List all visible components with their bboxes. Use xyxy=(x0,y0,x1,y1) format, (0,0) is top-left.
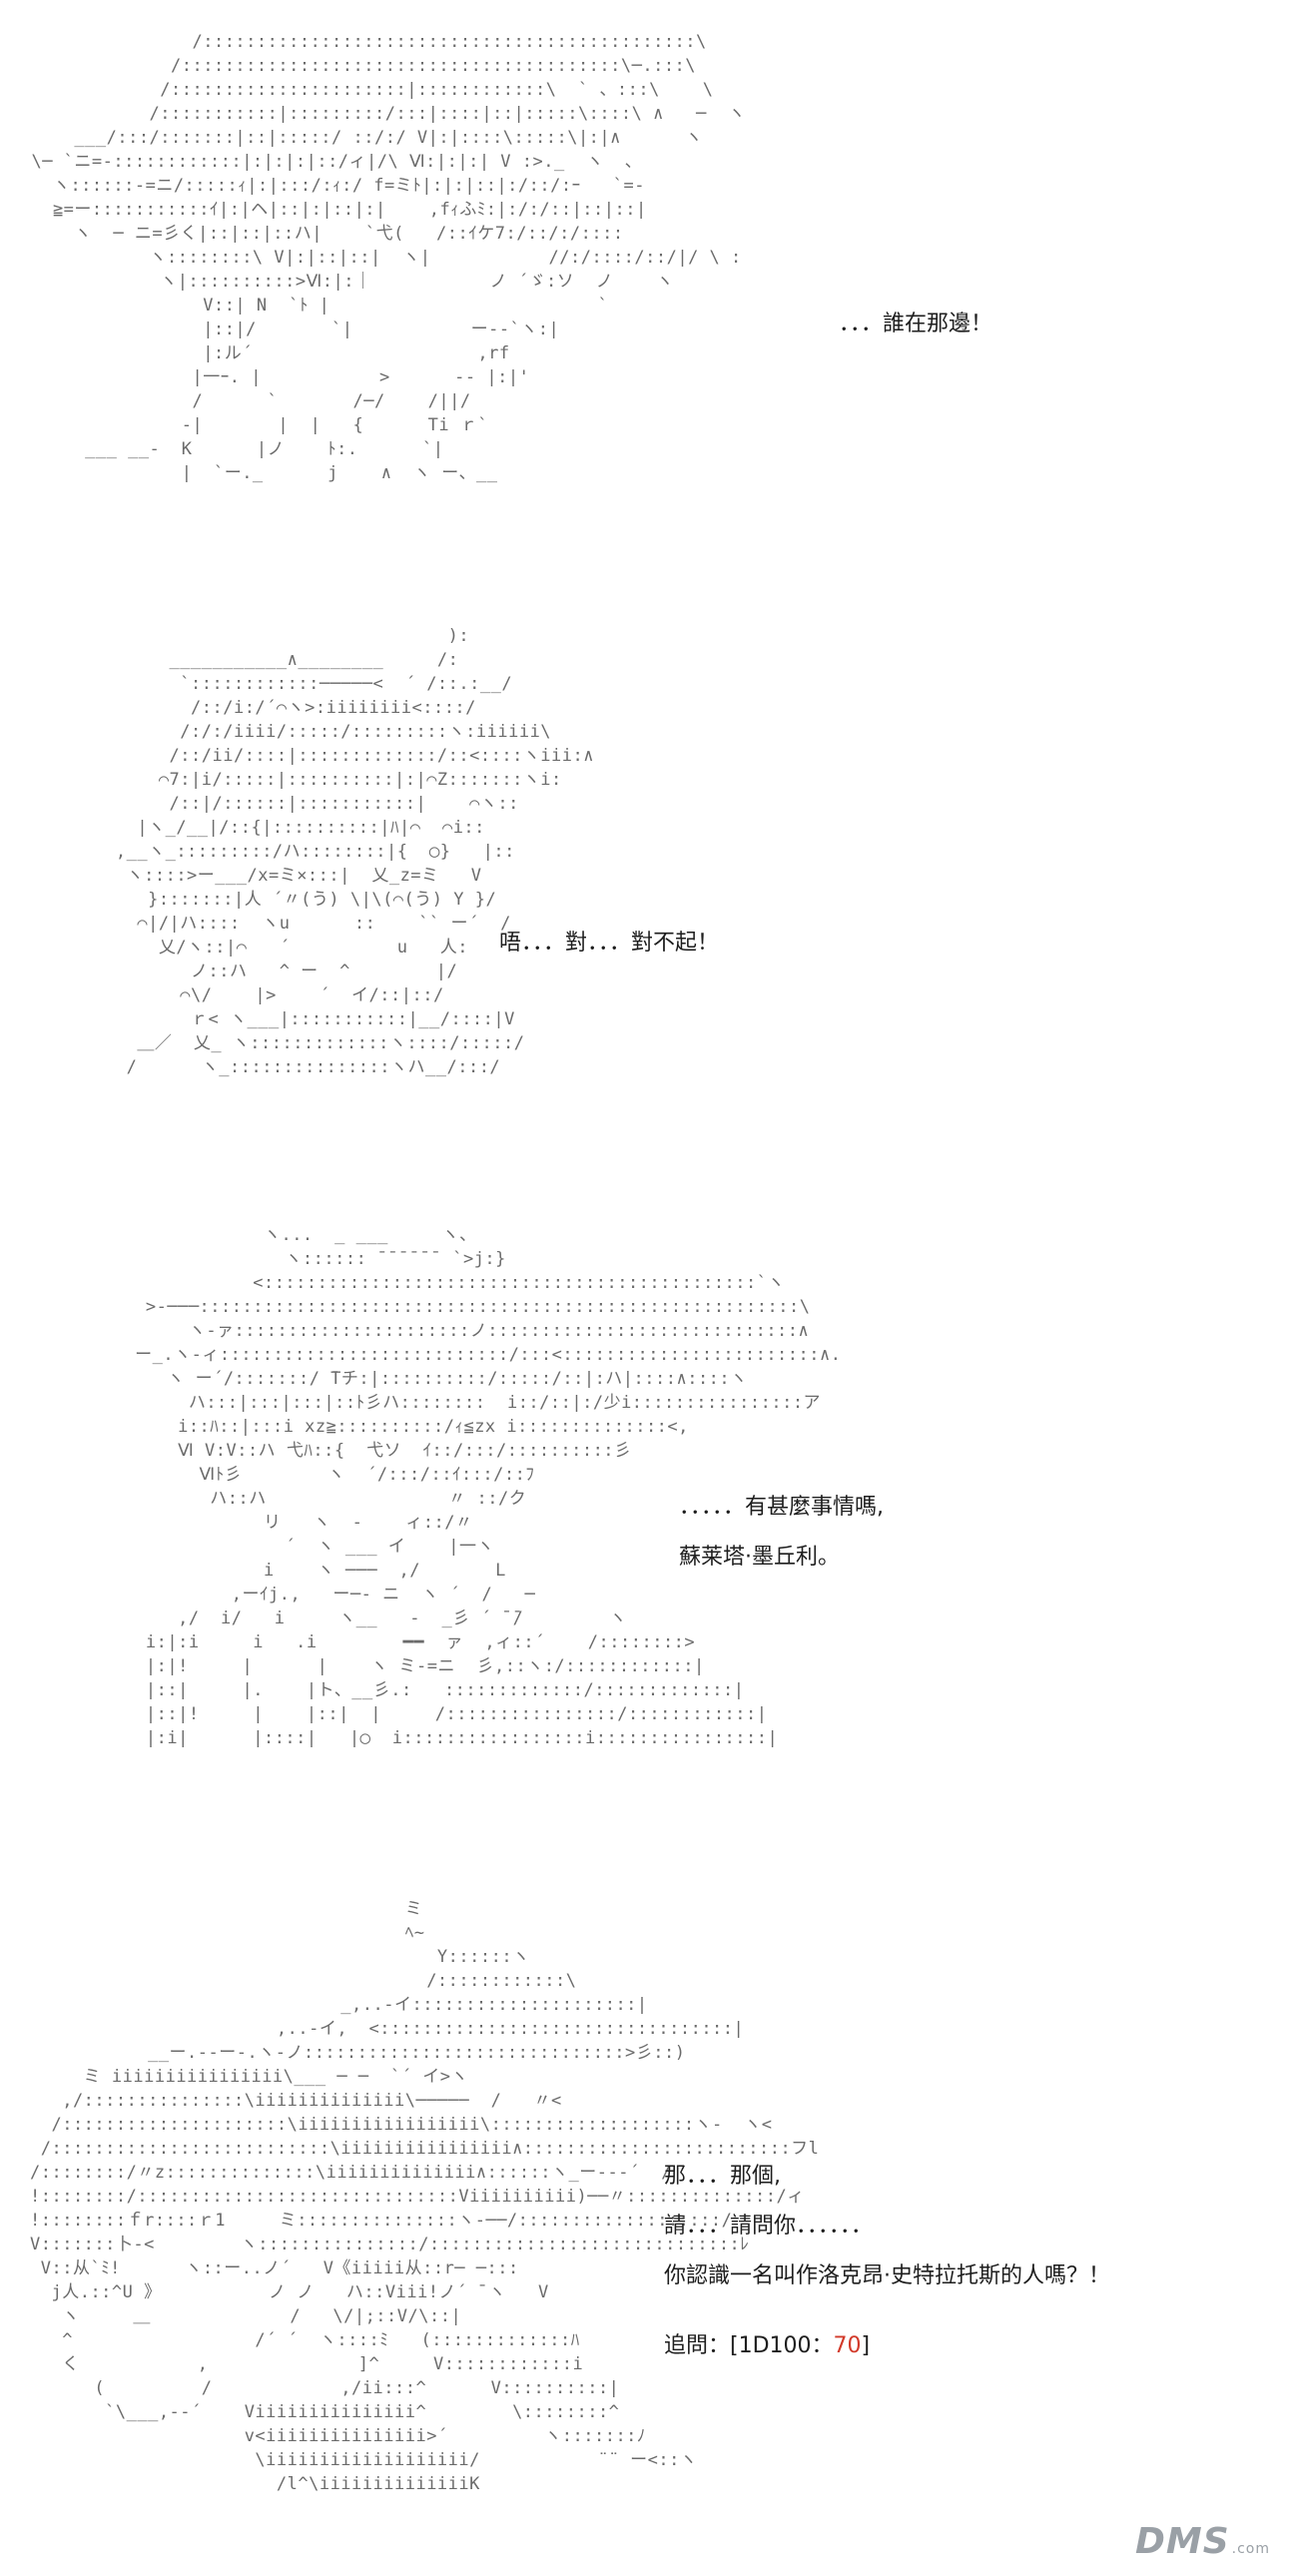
ascii-art-panel-3: ヽ... _ ___ ヽ、 ヽ:::::: ̄ ̄ ̄ ̄ ̄ ̄ `>j:} … xyxy=(135,1225,842,1748)
dialog-gap xyxy=(664,2242,1110,2261)
watermark-suffix: .com xyxy=(1231,2541,1270,2557)
dialog-panel-1: ．．．誰在那邊！ xyxy=(839,310,992,339)
ascii-art-panel-1: /:::::::::::::::::::::::::::::::::::::::… xyxy=(31,32,746,483)
dialog-line: 你認識一名叫作洛克昂·史特拉托斯的人嗎？！ xyxy=(664,2263,1110,2288)
dialog-line: 那．．．那個, xyxy=(664,2164,781,2189)
panel-1: /:::::::::::::::::::::::::::::::::::::::… xyxy=(0,20,1298,579)
dialog-panel-4: 那．．．那個, 請．．．請問你．．．．．． 你認識一名叫作洛克昂·史特拉托斯的人… xyxy=(664,2162,1110,2361)
dialog-line: 請．．．請問你．．．．．． xyxy=(664,2214,874,2239)
dialog-gap xyxy=(664,2192,1110,2212)
dialog-line: ．．．．．有甚麼事情嗎, xyxy=(679,1495,884,1520)
dialog-panel-3: ．．．．．有甚麼事情嗎, 蘇莱塔·墨丘利。 xyxy=(679,1493,884,1573)
watermark-text: DMS xyxy=(1135,2521,1230,2562)
panel-3: ヽ... _ ___ ヽ、 ヽ:::::: ̄ ̄ ̄ ̄ ̄ ̄ `>j:} … xyxy=(0,1223,1298,1862)
panel-4: ミ ﾍ~ Y::::::ヽ /::::::::::::\ _,..-イ:::::… xyxy=(0,1897,1298,2556)
ascii-art-panel-4: ミ ﾍ~ Y::::::ヽ /::::::::::::\ _,..-イ:::::… xyxy=(30,1899,820,2494)
dice-roll-label: 追問：[1D100： xyxy=(664,2333,834,2358)
dialog-panel-2: 唔．．．對．．．對不起！ xyxy=(499,929,719,959)
dialog-line: 蘇莱塔·墨丘利。 xyxy=(679,1545,840,1570)
ascii-art-panel-2: ): ___________∧________ /: `::::::::::::… xyxy=(115,626,594,1077)
dice-roll-close: ] xyxy=(861,2333,871,2358)
dialog-line: 唔．．．對．．．對不起！ xyxy=(499,931,720,956)
dice-roll-value: 70 xyxy=(833,2333,862,2358)
dialog-gap xyxy=(664,2291,1110,2331)
site-watermark-logo: DMS.com xyxy=(1135,2521,1270,2562)
dice-roll-line: 追問：[1D100：70] xyxy=(664,2331,1110,2361)
dialog-line: ．．．誰在那邊！ xyxy=(839,312,993,336)
panel-2: ): ___________∧________ /: `::::::::::::… xyxy=(0,624,1298,1193)
dialog-gap xyxy=(679,1523,884,1543)
